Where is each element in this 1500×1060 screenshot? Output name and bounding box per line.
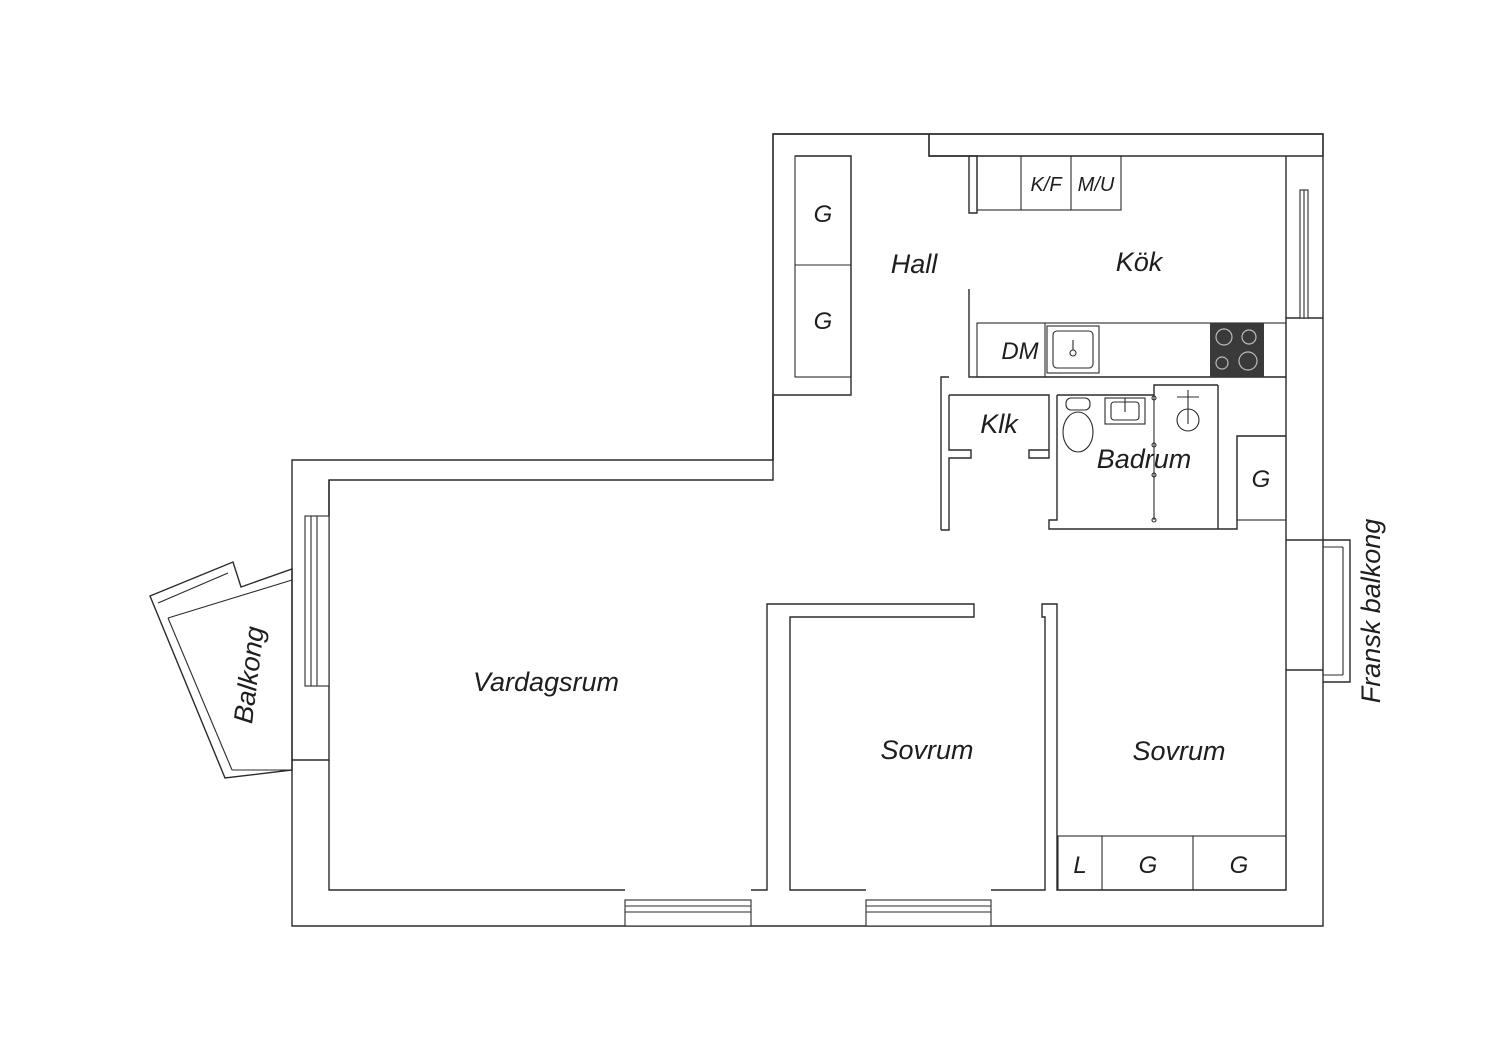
room-label-hall: Hall — [891, 249, 939, 279]
burner-icon — [1238, 351, 1258, 371]
french-balcony — [1323, 539, 1351, 683]
room-label-klk: Klk — [980, 409, 1019, 439]
room-label-vardagsrum: Vardagsrum — [473, 667, 619, 697]
room-label-kok: Kök — [1116, 247, 1164, 277]
kitchen — [928, 134, 1309, 378]
hall-wardrobes — [794, 155, 852, 378]
room-label-sovrum-2: Sovrum — [1132, 736, 1225, 766]
burner-icon — [1241, 329, 1257, 345]
fixture-label-microwave-oven: M/U — [1078, 174, 1115, 196]
fixture-label-hall-wardrobe-2: G — [814, 308, 833, 335]
fixture-label-fridge-freezer: K/F — [1030, 174, 1063, 196]
bedroom-storage — [1057, 835, 1287, 891]
room-label-balkong: Balkong — [228, 625, 270, 726]
fixture-label-corridor-wardrobe: G — [1252, 466, 1271, 493]
balcony — [149, 561, 293, 779]
room-label-fransk-balkong: Fransk balkong — [1356, 519, 1386, 704]
fixture-label-hall-wardrobe-1: G — [814, 201, 833, 228]
outer-walls — [291, 133, 1324, 927]
fixture-label-bedroom-wardrobe-1: G — [1139, 852, 1158, 879]
room-label-sovrum-1: Sovrum — [880, 735, 973, 765]
fixture-label-bedroom-linen: L — [1073, 852, 1086, 879]
fixture-label-bedroom-wardrobe-2: G — [1230, 852, 1249, 879]
corridor-wardrobe — [1236, 435, 1287, 521]
room-label-badrum: Badrum — [1097, 444, 1192, 474]
fixture-label-dishwasher: DM — [1001, 338, 1038, 365]
windows — [304, 515, 992, 927]
toilet-icon — [1062, 411, 1094, 453]
burner-icon — [1215, 328, 1233, 346]
burner-icon — [1215, 356, 1229, 370]
